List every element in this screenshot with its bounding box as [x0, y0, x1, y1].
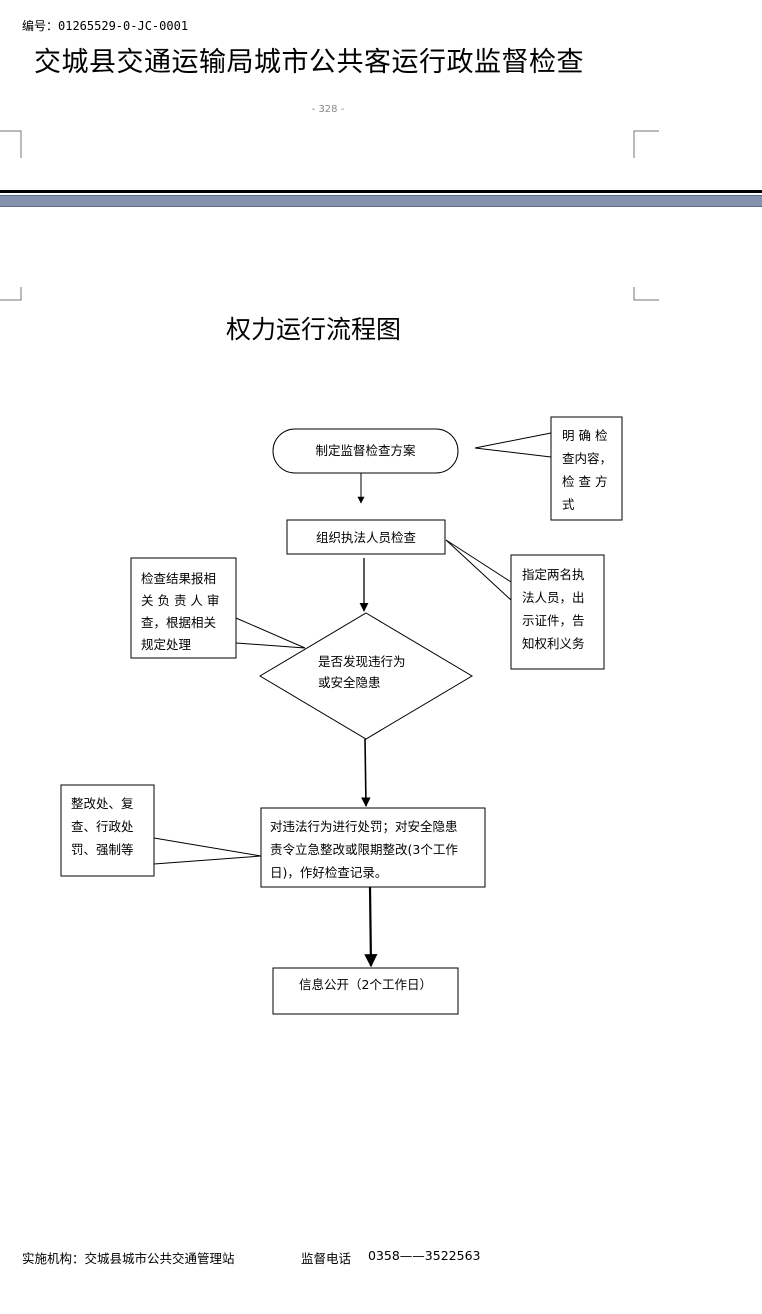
note-clarify-shape	[550, 416, 623, 521]
crop-marks	[0, 130, 659, 301]
node-penalty-label-line3: 日)，作好检查记录。	[270, 865, 388, 880]
crop-mark-top-left	[0, 130, 22, 158]
document-title: 交城县交通运输局城市公共客运行政监督检查	[34, 47, 584, 78]
note-staff-line3: 示证件，告	[522, 613, 585, 628]
note-clarify-line1: 明 确 检	[562, 428, 608, 443]
node-penalty-label-line1: 对违法行为进行处罚；对安全隐患	[270, 819, 458, 834]
note-rectify-line2: 查、行政处	[71, 819, 134, 834]
node-decision-shape	[259, 612, 473, 740]
note-staff-line2: 法人员，出	[522, 590, 585, 605]
note-clarify-line3: 检 查 方	[562, 474, 608, 489]
note-report-shape	[130, 557, 237, 659]
note-staff-shape	[510, 554, 605, 670]
crop-mark-bottom-left	[0, 287, 22, 301]
note-report-line3: 查，根据相关	[141, 615, 217, 630]
note-clarify-line2: 查内容，	[562, 451, 613, 466]
document-number: 编号：01265529-0-JC-0001	[22, 19, 189, 33]
node-penalty-shape	[260, 807, 486, 888]
page-break-band	[0, 195, 762, 207]
footer-phone-number: 0358——3522563	[368, 1248, 481, 1263]
note-rectify-shape	[60, 784, 155, 877]
pointer-rectify	[153, 837, 262, 865]
pointer-clarify	[474, 432, 552, 458]
note-report-line2: 关 负 责 人 审	[141, 593, 220, 608]
note-rectify-line3: 罚、强制等	[71, 842, 134, 857]
note-staff-line1: 指定两名执	[522, 567, 585, 582]
footer-agency: 实施机构：交城县城市公共交通管理站	[22, 1251, 235, 1266]
note-staff-line4: 知权利义务	[522, 636, 585, 651]
crop-mark-bottom-right	[633, 287, 659, 301]
arrow-decision-to-penalty	[361, 738, 371, 807]
note-report-line1: 检查结果报相	[141, 571, 217, 586]
arrow-penalty-to-publish	[364, 886, 378, 968]
footer-phone-label: 监督电话	[301, 1251, 352, 1266]
page-number: - 328 -	[311, 104, 345, 115]
note-clarify-line4: 式	[562, 497, 575, 512]
pointer-report	[235, 617, 306, 649]
flowchart-title: 权力运行流程图	[226, 315, 402, 344]
node-publish-shape	[272, 967, 459, 1015]
node-decision-label-line2: 或安全隐患	[318, 675, 381, 690]
note-report-line4: 规定处理	[141, 637, 192, 652]
note-rectify-line1: 整改处、复	[71, 796, 134, 811]
node-organize-shape	[286, 519, 446, 555]
node-organize-label: 组织执法人员检查	[315, 530, 416, 545]
node-start-shape	[272, 428, 459, 474]
page-break-line	[0, 190, 762, 193]
node-start-label: 制定监督检查方案	[315, 443, 416, 458]
node-decision-label-line1: 是否发现违行为	[318, 654, 406, 669]
node-penalty-label-line2: 责令立急整改或限期整改(3个工作	[270, 842, 458, 857]
crop-mark-top-right	[633, 130, 659, 158]
pointer-staff	[445, 539, 512, 601]
node-publish-label: 信息公开（2个工作日）	[299, 977, 432, 992]
